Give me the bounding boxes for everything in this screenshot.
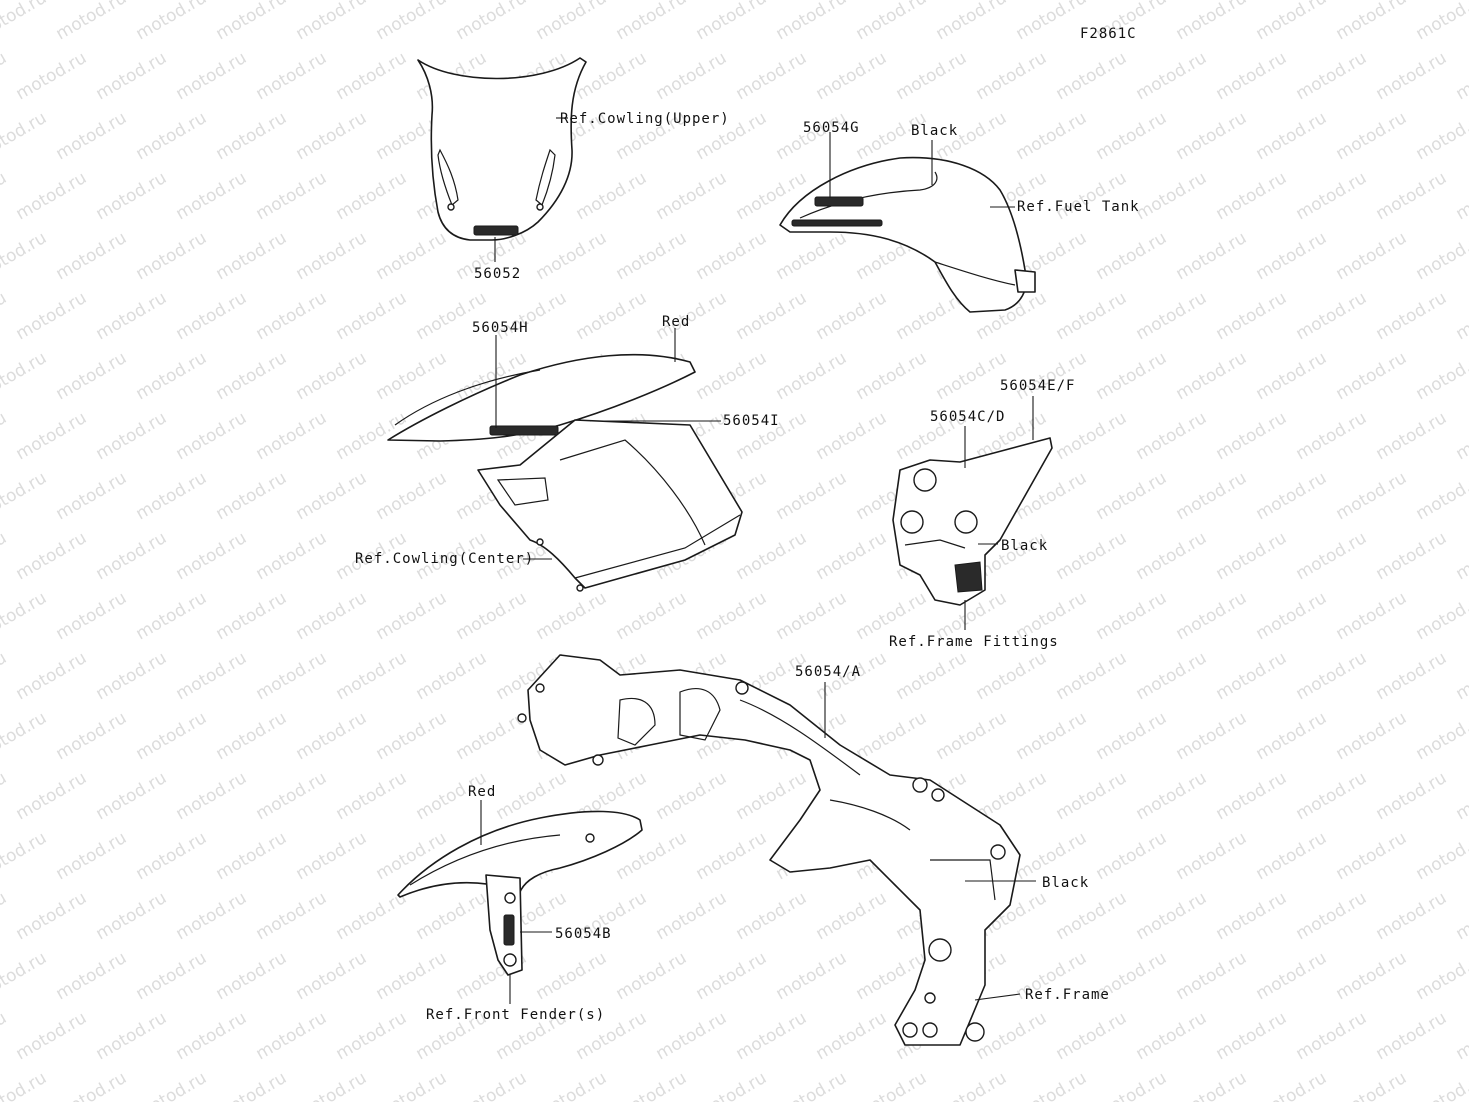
front-fender-drawing (397, 800, 643, 1004)
label-part-56052: 56052 (474, 266, 522, 282)
label-black-frame: Black (1042, 875, 1090, 891)
upper-cowling-drawing (417, 57, 587, 262)
label-part-56054ef: 56054E/F (1000, 378, 1076, 394)
fuel-tank-drawing (779, 132, 1036, 313)
label-black-tank: Black (911, 123, 959, 139)
label-frame: Ref.Frame (1025, 987, 1110, 1003)
label-part-56054h: 56054H (472, 320, 529, 336)
label-part-56054b: 56054B (555, 926, 612, 942)
label-black-fittings: Black (1001, 538, 1049, 554)
label-cowling-center: Ref.Cowling(Center) (355, 551, 535, 567)
label-red-fender: Red (468, 784, 497, 800)
label-front-fender: Ref.Front Fender(s) (426, 1007, 606, 1023)
fitting-pad-decal (954, 561, 983, 593)
label-fuel-tank: Ref.Fuel Tank (1017, 199, 1140, 215)
label-part-56054i: 56054I (723, 413, 780, 429)
ninja-side-decal (489, 425, 559, 436)
label-part-56054g: 56054G (803, 120, 860, 136)
frame-fittings-drawing (892, 396, 1053, 630)
label-part-56054cd: 56054C/D (930, 409, 1006, 425)
tank-stripe-decal (791, 219, 883, 227)
label-frame-fittings: Ref.Frame Fittings (889, 634, 1059, 650)
figure-code: F2861C (1080, 26, 1137, 42)
label-cowling-upper: Ref.Cowling(Upper) (560, 111, 730, 127)
fender-decal (503, 914, 515, 946)
center-cowling-drawing (387, 328, 743, 592)
label-part-56054a: 56054/A (795, 664, 862, 680)
label-red-side: Red (662, 314, 691, 330)
main-frame-drawing (517, 654, 1036, 1046)
kawasaki-tank-decal (814, 196, 864, 207)
kawasaki-windscreen-decal (473, 225, 519, 236)
